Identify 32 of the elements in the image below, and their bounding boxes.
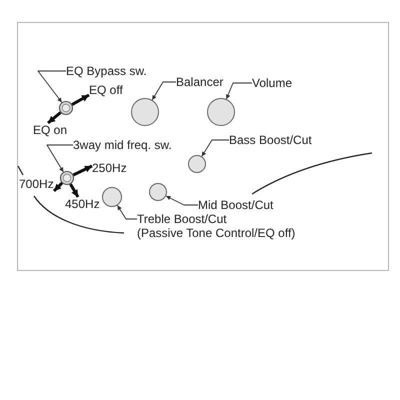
- control-knob: [187, 154, 207, 174]
- position-label: EQ on: [33, 123, 68, 137]
- leader-line: [116, 204, 138, 220]
- arrow: [72, 164, 93, 176]
- leader-line: [201, 140, 230, 157]
- callout-label: Treble Boost/Cut: [137, 212, 227, 226]
- position-label: EQ off: [89, 83, 123, 97]
- toggle-switch: [59, 170, 75, 186]
- callout-label: Mid Boost/Cut: [198, 198, 274, 212]
- position-label: 250Hz: [92, 161, 127, 175]
- leader-line: [166, 196, 198, 206]
- callout-note: (Passive Tone Control/EQ off): [137, 226, 296, 240]
- arrow: [71, 94, 90, 106]
- leader-line: [38, 70, 66, 103]
- position-label: 700Hz: [19, 177, 54, 191]
- callout-label: Volume: [252, 76, 292, 90]
- callout-label: 3way mid freq. sw.: [73, 138, 172, 152]
- arrow: [69, 183, 80, 198]
- leader-line: [46, 144, 74, 172]
- callout-label: Bass Boost/Cut: [229, 133, 312, 147]
- leader-line: [226, 82, 252, 100]
- callout-label: Balancer: [176, 75, 224, 89]
- leader-line: [152, 82, 176, 100]
- position-label: 450Hz: [65, 197, 100, 211]
- control-knob: [101, 186, 123, 208]
- control-knob: [130, 97, 160, 127]
- toggle-switch: [58, 100, 74, 116]
- callout-label: EQ Bypass sw.: [66, 64, 147, 78]
- arrow: [47, 111, 62, 124]
- control-knob: [148, 182, 168, 202]
- control-knob: [206, 97, 236, 127]
- arrow: [52, 182, 64, 192]
